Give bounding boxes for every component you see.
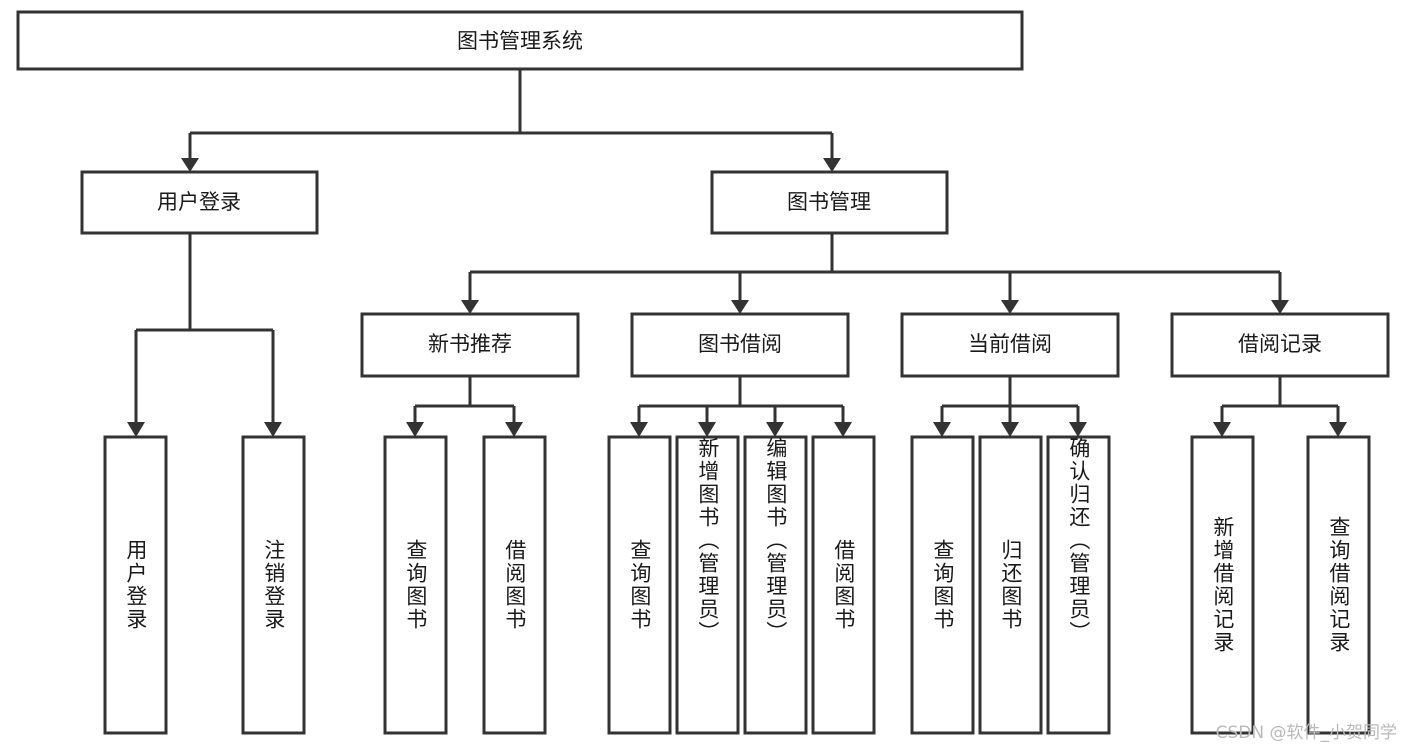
leaf-box-return-book[interactable] (978, 435, 1043, 735)
node-root[interactable]: 图书管理系统 (16, 10, 1024, 71)
leaf-box-add-book[interactable] (675, 435, 740, 735)
leaf-box-borrow-book-2[interactable] (811, 435, 876, 735)
node-book-manage-label: 图书管理 (787, 190, 871, 214)
leaf-boxes (103, 435, 1371, 735)
node-borrow-record[interactable]: 借阅记录 (1170, 312, 1390, 378)
node-user-login[interactable]: 用户登录 (80, 170, 319, 235)
leaf-box-query-record[interactable] (1306, 435, 1371, 735)
leaf-box-edit-book[interactable] (743, 435, 808, 735)
connector-userlogin-to-leaves (127, 233, 282, 437)
node-current-borrow-label: 当前借阅 (968, 332, 1052, 356)
node-new-book-recommend-label: 新书推荐 (428, 332, 512, 356)
connector-current-to-leaves (933, 376, 1087, 437)
watermark: CSDN @软件_小贺同学 (1215, 723, 1397, 743)
node-borrow-record-label: 借阅记录 (1238, 332, 1322, 356)
leaf-box-borrow-book-1[interactable] (482, 435, 547, 735)
connector-record-to-leaves (1213, 376, 1347, 437)
leaf-box-confirm-return[interactable] (1046, 435, 1111, 735)
connector-recommend-to-leaves (406, 376, 523, 437)
leaf-box-user-login[interactable] (103, 435, 168, 735)
connector-borrow-to-leaves (630, 376, 852, 437)
node-current-borrow[interactable]: 当前借阅 (900, 312, 1120, 378)
node-book-manage[interactable]: 图书管理 (710, 170, 949, 235)
node-new-book-recommend[interactable]: 新书推荐 (360, 312, 580, 378)
node-book-borrow[interactable]: 图书借阅 (630, 312, 850, 378)
connector-bookmanage-to-level3 (461, 233, 1289, 314)
leaf-box-add-record[interactable] (1190, 435, 1255, 735)
leaf-box-query-book-3[interactable] (910, 435, 975, 735)
node-user-login-label: 用户登录 (157, 190, 241, 214)
node-book-borrow-label: 图书借阅 (698, 332, 782, 356)
leaf-box-query-book-1[interactable] (383, 435, 448, 735)
leaf-box-query-book-2[interactable] (607, 435, 672, 735)
node-root-label: 图书管理系统 (457, 29, 583, 53)
leaf-box-logout-login[interactable] (241, 435, 306, 735)
connector-root-to-level2 (181, 69, 841, 172)
